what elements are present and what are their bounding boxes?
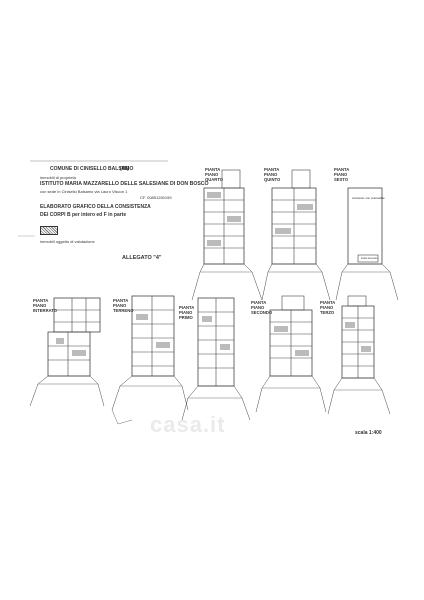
scale-label: scala 1:400 [355,430,382,436]
plan-secondo [255,295,327,413]
owner-title: ISTITUTO MARIA MAZZARELLO DELLE SALESIAN… [40,181,209,187]
plan-sesto [335,187,399,301]
allegato-label: ALLEGATO "4" [122,255,162,261]
plan-interrato [29,297,105,407]
sede-label: con sede in Cinisello Balsamo via Lauro … [40,189,128,194]
sesto-box-label: locale ascensore [361,258,379,260]
legend-swatch [40,226,58,235]
sesto-note: sottotetto non praticabile [352,196,385,200]
plan-terreno [111,295,189,425]
elaborato-title: ELABORATO GRAFICO DELLA CONSISTENZA [40,204,151,210]
watermark: casa.it [150,412,226,437]
corpi-label: DEI CORPI B per intero ed F in parte [40,212,127,218]
comune-title: COMUNE DI CINISELLO BALSAMO [50,166,134,172]
legend-label: immobili oggetto di valutazione [40,239,95,244]
immobili-label: immobili di proprietà [40,175,76,180]
cf-label: CF. 00851250159 [140,195,172,200]
plan-terzo [327,295,391,415]
province-label: (MI) [120,166,129,172]
plan-primo [181,297,251,421]
plan-quarto [191,169,263,301]
plan-quinto [261,169,331,301]
